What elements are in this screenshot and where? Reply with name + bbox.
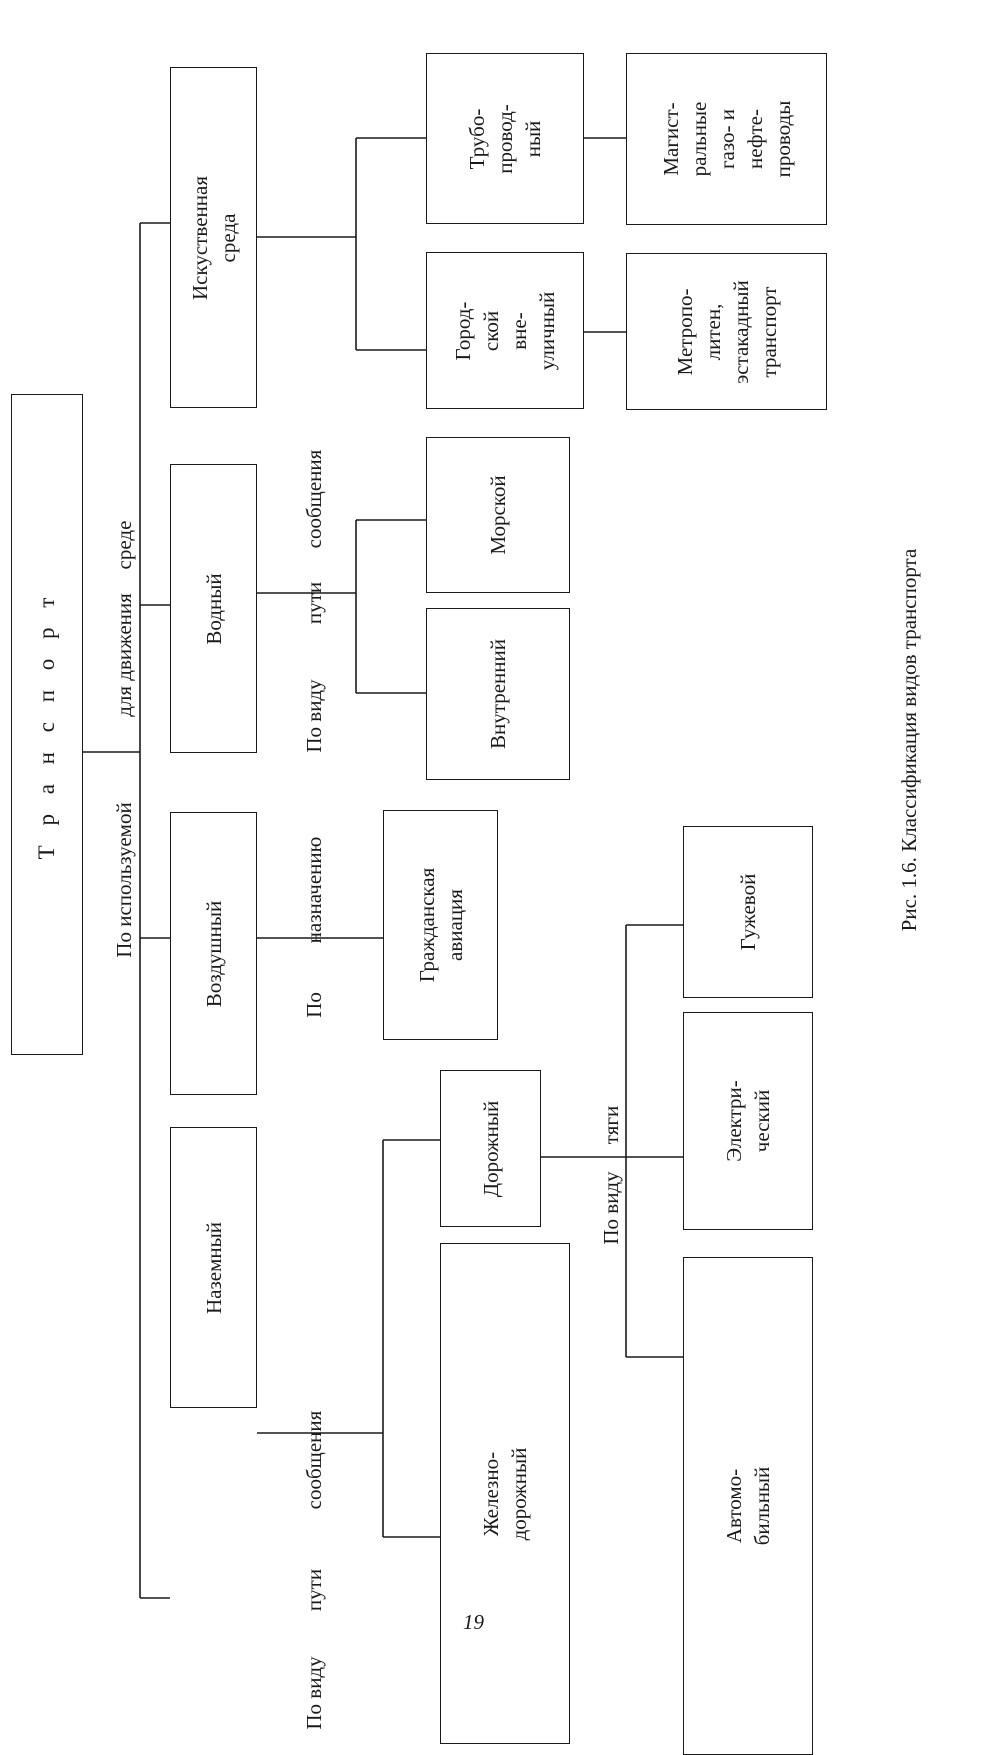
root-label: Т р а н с п о р т	[34, 590, 59, 859]
air-civil-label: Гражданская авиация	[414, 867, 467, 983]
root-box: Т р а н с п о р т	[11, 394, 83, 1055]
page-number: 19	[463, 1610, 484, 1634]
criterion-environment-2: для движения	[112, 593, 136, 717]
criterion-ground-2: пути	[302, 1568, 326, 1612]
road-electric-box: Электри- ческий	[683, 1012, 813, 1230]
criterion-road-2: тяги	[599, 1105, 623, 1145]
water-sea-box: Морской	[426, 437, 570, 593]
road-horse-box: Гужевой	[683, 826, 813, 998]
road-auto-box: Автомо- бильный	[683, 1257, 813, 1755]
category-water-box: Водный	[170, 464, 257, 753]
water-sea-label: Морской	[486, 475, 510, 555]
category-air-box: Воздушный	[170, 812, 257, 1095]
category-ground-box: Наземный	[170, 1127, 257, 1408]
artificial-pipeline-label: Трубо- провод- ный	[465, 103, 545, 174]
figure-caption: Рис. 1.6. Классификация видов транспорта	[897, 548, 921, 932]
criterion-water-3: сообщения	[302, 449, 326, 549]
water-inland-box: Внутренний	[426, 608, 570, 780]
artificial-urban-box: Город- ской вне- уличный	[426, 252, 584, 409]
category-air-label: Воздушный	[201, 900, 226, 1007]
water-inland-label: Внутренний	[486, 639, 510, 749]
road-electric-label: Электри- ческий	[722, 1080, 774, 1162]
criterion-ground-3: сообщения	[302, 1410, 326, 1510]
ground-road-box: Дорожный	[440, 1070, 541, 1227]
criterion-road-1: По виду	[599, 1171, 623, 1245]
criterion-water-1: По виду	[302, 679, 326, 753]
road-horse-label: Гужевой	[736, 873, 760, 951]
criterion-air-2: назначению	[302, 836, 326, 944]
page: Т р а н с п о р т Наземный Воздушный Вод…	[11, 53, 921, 1755]
ground-road-label: Дорожный	[478, 1100, 503, 1197]
connector-lines	[83, 137, 683, 1599]
category-artificial-label: Искуственная среда	[187, 175, 240, 300]
air-civil-box: Гражданская авиация	[383, 810, 498, 1040]
category-artificial-box: Искуственная среда	[170, 67, 257, 408]
example-pipeline-label: Магист- ральные газо- и нефте- проводы	[658, 100, 795, 178]
example-pipeline-box: Магист- ральные газо- и нефте- проводы	[626, 53, 827, 225]
example-urban-box: Метропо- литен, эстакадный транспорт	[626, 253, 827, 410]
ground-rail-label: Железно- дорожный	[479, 1447, 531, 1540]
example-urban-label: Метропо- литен, эстакадный транспорт	[672, 279, 781, 384]
criterion-water-2: пути	[302, 581, 326, 625]
criterion-ground-1: По виду	[302, 1656, 326, 1730]
artificial-pipeline-box: Трубо- провод- ный	[426, 53, 584, 224]
category-water-label: Водный	[201, 572, 226, 645]
ground-rail-box: Железно- дорожный	[440, 1243, 570, 1744]
artificial-urban-label: Город- ской вне- уличный	[451, 291, 559, 370]
criterion-environment-3: среде	[112, 520, 136, 570]
category-ground-label: Наземный	[201, 1221, 226, 1314]
road-auto-label: Автомо- бильный	[722, 1466, 774, 1546]
criterion-air-1: По	[302, 992, 326, 1018]
criterion-environment-1: По используемой	[112, 802, 136, 958]
